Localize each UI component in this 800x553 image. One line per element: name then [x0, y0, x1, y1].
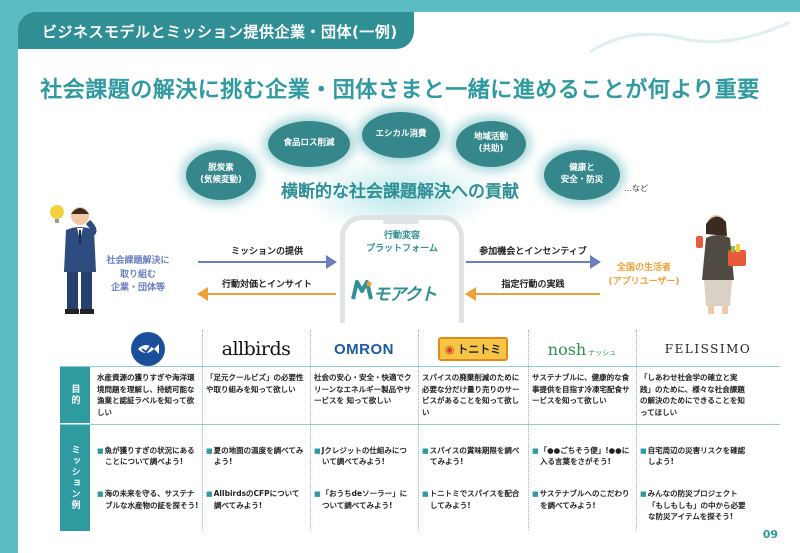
- col-divider: [528, 330, 529, 530]
- contribution-title: 横断的な社会課題解決への貢献: [281, 182, 519, 202]
- bubble-food-loss: 食品ロス削減: [268, 121, 350, 167]
- row-label-mission: ミッション例: [60, 425, 90, 531]
- bubble-decarbonization: 脱炭素 (気候変動): [186, 150, 256, 200]
- moact-m-icon: [351, 280, 373, 300]
- mission-item: 「おうちdeソーラー」について調べてみよう!: [314, 488, 414, 511]
- label-action-insight: 行動対価とインサイト: [221, 280, 312, 290]
- col-divider: [310, 330, 311, 530]
- row-label-purpose: 目的: [60, 367, 90, 423]
- table-divider-top: [60, 366, 780, 367]
- missions-allbirds: 夏の地面の温度を調べてみよう! AllbirdsのCFPについて調べてみよう!: [206, 433, 306, 531]
- mission-item: 魚が獲りすぎの状況にあることについて調べよう!: [97, 445, 199, 468]
- tonitomi-wordmark: トニトミ: [457, 343, 502, 356]
- mission-item: 「●●ごちそう便」!●●に入る言葉をさがそう!: [532, 445, 632, 468]
- missions-felissimo: 自宅周辺の災害リスクを確認しよう! みんなの防災プロジェクト「もしもしも」の中か…: [640, 433, 746, 542]
- purpose-felissimo: 「しあわせ社会学の確立と実践」のために、様々な社会課題の解決のためにできることを…: [640, 373, 745, 417]
- missions-tonitomi: スパイスの賞味期限を調べてみよう! トニトミでスパイスを配合してみよう!: [422, 433, 524, 531]
- phone-notch: [383, 219, 419, 224]
- company-logo-felissimo: FELISSIMO: [636, 332, 780, 366]
- mission-item: 自宅周辺の災害リスクを確認しよう!: [640, 445, 746, 468]
- msc-fish-icon: [131, 332, 165, 366]
- col-divider: [418, 330, 419, 530]
- felissimo-wordmark: FELISSIMO: [664, 342, 752, 356]
- decorative-wave: [590, 20, 790, 54]
- tonitomi-badge: ◉ トニトミ: [437, 337, 509, 361]
- platform-label: 行動変容 プラットフォーム: [340, 230, 464, 256]
- page-headline: 社会課題の解決に挑む企業・団体さまと一緒に進めることが何より重要: [40, 78, 760, 103]
- platform-line2: プラットフォーム: [366, 244, 438, 255]
- mission-item: Jクレジットの仕組みについて調べてみよう!: [314, 445, 414, 468]
- mission-item: スパイスの賞味期限を調べてみよう!: [422, 445, 524, 468]
- purpose-omron: 社会の安心・安全・快適でクリーンなエネルギー製品やサービスを 知って欲しい: [314, 373, 412, 406]
- mission-item: 海の未来を守る、サステナブルな水産物の証を探そう!: [97, 488, 199, 511]
- col-divider: [636, 330, 637, 530]
- purpose-tonitomi: スパイスの廃棄削減のために必要な分だけ量り売りのサービスがあることを知って欲しい: [422, 373, 520, 417]
- platform-line1: 行動変容: [383, 231, 420, 241]
- company-logo-msc: [94, 332, 202, 366]
- missions-omron: Jクレジットの仕組みについて調べてみよう! 「おうちdeソーラー」について調べて…: [314, 433, 414, 531]
- label-designated-action: 指定行動の実践: [501, 280, 565, 290]
- arrow-participation: [466, 255, 601, 269]
- table-divider-middle: [60, 424, 780, 425]
- businessman-icon: [50, 205, 97, 314]
- moact-logo-text: モアクト: [373, 285, 437, 305]
- arrow-action-insight: [197, 287, 336, 301]
- allbirds-wordmark: allbirds: [221, 338, 291, 360]
- arrow-mission-provision: [198, 255, 337, 269]
- nosh-name: nosh: [547, 339, 587, 359]
- mission-item: サステナブルへのこだわりを調べてみよう!: [532, 488, 632, 511]
- company-logo-tonitomi: ◉ トニトミ: [418, 332, 528, 366]
- col-divider: [202, 330, 203, 530]
- label-mission-provision: ミッションの提供: [230, 247, 303, 257]
- mission-item: トニトミでスパイスを配合してみよう!: [422, 488, 524, 511]
- consumer-woman-icon: [696, 215, 746, 314]
- page-number: 09: [762, 528, 778, 541]
- purpose-nosh: サステナブルに、健康的な食事提供を目指す冷凍宅配食サービスを知って欲しい: [532, 373, 630, 406]
- missions-msc: 魚が獲りすぎの状況にあることについて調べよう! 海の未来を守る、サステナブルな水…: [97, 433, 199, 531]
- purpose-allbirds: 「足元クールビズ」の必要性や取り組みを知って欲しい: [206, 373, 304, 394]
- right-actor-label: 全国の生活者 (アプリユーザー): [608, 263, 680, 287]
- page-header: ビジネスモデルとミッション提供企業・団体(一例): [18, 12, 414, 49]
- company-logo-allbirds: allbirds: [202, 332, 310, 366]
- phone-frame: [340, 215, 464, 323]
- bubble-ethical-consumption: エシカル消費: [362, 112, 440, 158]
- mission-item: みんなの防災プロジェクト「もしもしも」の中から必要な防災アイテムを探そう!: [640, 488, 746, 523]
- missions-nosh: 「●●ごちそう便」!●●に入る言葉をさがそう! サステナブルへのこだわりを調べて…: [532, 433, 632, 531]
- bubble-community: 地域活動 (共助): [456, 121, 526, 167]
- omron-wordmark: OMRON: [334, 340, 394, 358]
- bubbles-etc: …など: [624, 184, 648, 193]
- tonitomi-clock-icon: ◉: [444, 342, 455, 356]
- company-logo-omron: OMRON: [310, 332, 418, 366]
- bubble-health-safety: 健康と 安全・防災: [544, 150, 620, 200]
- mission-item: AllbirdsのCFPについて調べてみよう!: [206, 488, 306, 511]
- left-actor-label: 社会課題解決に 取り組む 企業・団体等: [106, 256, 170, 293]
- arrow-designated-action: [465, 287, 600, 301]
- label-participation: 参加機会とインセンティブ: [479, 247, 587, 257]
- purpose-msc: 水産資源の獲りすぎや海洋環境問題を理解し、持続可能な漁業と認証ラベルを知って欲し…: [97, 373, 195, 417]
- mission-item: 夏の地面の温度を調べてみよう!: [206, 445, 306, 468]
- nosh-kana: ナッシュ: [588, 348, 617, 357]
